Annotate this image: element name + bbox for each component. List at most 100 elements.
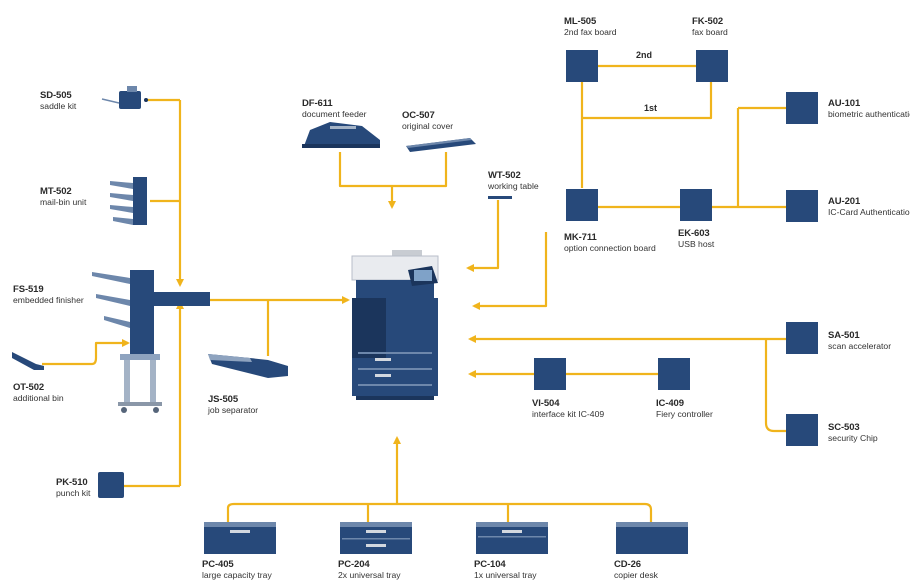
label-js505: JS-505 job separator bbox=[208, 394, 258, 415]
sc503-code: SC-503 bbox=[828, 422, 860, 433]
connector-lines bbox=[42, 64, 786, 522]
working-table-icon bbox=[488, 196, 512, 199]
label-au101: AU-101 biometric authentication bbox=[828, 98, 910, 119]
js505-desc: job separator bbox=[208, 405, 259, 416]
au101-code: AU-101 bbox=[828, 98, 861, 109]
au201-code: AU-201 bbox=[828, 196, 861, 207]
ml505-code: ML-505 bbox=[564, 16, 597, 27]
cd26-desk-icon bbox=[616, 522, 688, 554]
sd505-desc: saddle kit bbox=[40, 101, 77, 112]
ml505-desc: 2nd fax board bbox=[564, 27, 617, 38]
pc405-desc: large capacity tray bbox=[202, 570, 272, 581]
vi504-box-icon bbox=[534, 358, 566, 390]
fk502-box-icon bbox=[696, 50, 728, 82]
fk502-code: FK-502 bbox=[692, 16, 724, 27]
edge-label-2nd: 2nd bbox=[636, 50, 652, 60]
pc405-code: PC-405 bbox=[202, 559, 234, 570]
label-vi504: VI-504 interface kit IC-409 bbox=[532, 398, 604, 419]
label-pc204: PC-204 2x universal tray bbox=[338, 559, 401, 580]
ot502-code: OT-502 bbox=[13, 382, 45, 393]
sa501-box-icon bbox=[786, 322, 818, 354]
line-mk711-to-copier bbox=[472, 232, 548, 310]
pc104-desc: 1x universal tray bbox=[474, 570, 537, 581]
label-df611: DF-611 document feeder bbox=[302, 98, 367, 119]
ic409-box-icon bbox=[658, 358, 690, 390]
cd26-code: CD-26 bbox=[614, 559, 641, 570]
fk502-desc: fax board bbox=[692, 27, 728, 38]
pk510-code: PK-510 bbox=[56, 477, 88, 488]
label-au201: AU-201 IC-Card Authentication bbox=[828, 196, 910, 217]
label-sa501: SA-501 scan accelerator bbox=[828, 330, 891, 351]
main-copier-icon bbox=[351, 250, 439, 400]
edge-label-1st: 1st bbox=[644, 103, 657, 113]
mk711-box-icon bbox=[566, 189, 598, 221]
line-sc503 bbox=[764, 339, 786, 433]
au101-box-icon bbox=[786, 92, 818, 124]
pc204-code: PC-204 bbox=[338, 559, 370, 570]
line-bottom-bus bbox=[226, 502, 653, 522]
embedded-finisher-icon bbox=[92, 270, 210, 413]
mt502-code: MT-502 bbox=[40, 186, 72, 197]
label-pk510: PK-510 punch kit bbox=[56, 477, 90, 498]
line-wt502 bbox=[466, 200, 500, 272]
label-pc405: PC-405 large capacity tray bbox=[202, 559, 272, 580]
sc503-box-icon bbox=[786, 414, 818, 446]
mail-bin-unit-icon bbox=[110, 177, 147, 225]
vi504-code: VI-504 bbox=[532, 398, 560, 409]
wt502-desc: working table bbox=[488, 181, 539, 192]
au201-desc: IC-Card Authentication bbox=[828, 207, 910, 218]
pc405-tray-icon bbox=[204, 522, 276, 554]
label-ml505: ML-505 2nd fax board bbox=[564, 16, 617, 37]
ic409-desc: Fiery controller bbox=[656, 409, 713, 420]
ek603-code: EK-603 bbox=[678, 228, 710, 239]
oc507-desc: original cover bbox=[402, 121, 454, 132]
label-sc503: SC-503 security Chip bbox=[828, 422, 878, 443]
mk711-code: MK-711 bbox=[564, 232, 597, 243]
vi504-desc: interface kit IC-409 bbox=[532, 409, 605, 420]
ic409-code: IC-409 bbox=[656, 398, 684, 409]
pc104-tray-icon bbox=[476, 522, 548, 554]
label-cd26: CD-26 copier desk bbox=[614, 559, 658, 580]
label-ot502: OT-502 additional bin bbox=[13, 382, 64, 403]
additional-bin-icon bbox=[12, 352, 44, 370]
pc204-desc: 2x universal tray bbox=[338, 570, 401, 581]
line-df611 bbox=[338, 152, 392, 188]
fs519-desc: embedded finisher bbox=[13, 295, 84, 306]
original-cover-icon bbox=[406, 138, 476, 152]
df611-desc: document feeder bbox=[302, 109, 367, 120]
ot502-desc: additional bin bbox=[13, 393, 64, 404]
sa501-desc: scan accelerator bbox=[828, 341, 892, 352]
saddle-kit-icon bbox=[101, 86, 148, 109]
label-ek603: EK-603 USB host bbox=[678, 228, 714, 249]
label-wt502: WT-502 working table bbox=[488, 170, 539, 191]
punch-kit-icon bbox=[98, 472, 124, 498]
job-separator-icon bbox=[208, 354, 288, 378]
label-pc104: PC-104 1x universal tray bbox=[474, 559, 537, 580]
sc503-desc: security Chip bbox=[828, 433, 878, 444]
mt502-desc: mail-bin unit bbox=[40, 197, 87, 208]
sa501-code: SA-501 bbox=[828, 330, 860, 341]
label-oc507: OC-507 original cover bbox=[402, 110, 453, 131]
oc507-code: OC-507 bbox=[402, 110, 435, 121]
line-ot502 bbox=[42, 339, 130, 366]
mk711-desc: option connection board bbox=[564, 243, 656, 254]
df611-code: DF-611 bbox=[302, 98, 333, 109]
wt502-code: WT-502 bbox=[488, 170, 521, 181]
label-ic409: IC-409 Fiery controller bbox=[656, 398, 713, 419]
label-mt502: MT-502 mail-bin unit bbox=[40, 186, 86, 207]
ek603-box-icon bbox=[680, 189, 712, 221]
label-mk711: MK-711 option connection board bbox=[564, 232, 656, 253]
label-fs519: FS-519 embedded finisher bbox=[13, 284, 84, 305]
au201-box-icon bbox=[786, 190, 818, 222]
pk510-desc: punch kit bbox=[56, 488, 91, 499]
label-sd505: SD-505 saddle kit bbox=[40, 90, 76, 111]
pc204-tray-icon bbox=[340, 522, 412, 554]
js505-code: JS-505 bbox=[208, 394, 239, 405]
ek603-desc: USB host bbox=[678, 239, 715, 250]
au101-desc: biometric authentication bbox=[828, 109, 910, 120]
line-oc507 bbox=[392, 152, 448, 188]
label-fk502: FK-502 fax board bbox=[692, 16, 728, 37]
pc104-code: PC-104 bbox=[474, 559, 506, 570]
document-feeder-icon bbox=[302, 122, 380, 148]
